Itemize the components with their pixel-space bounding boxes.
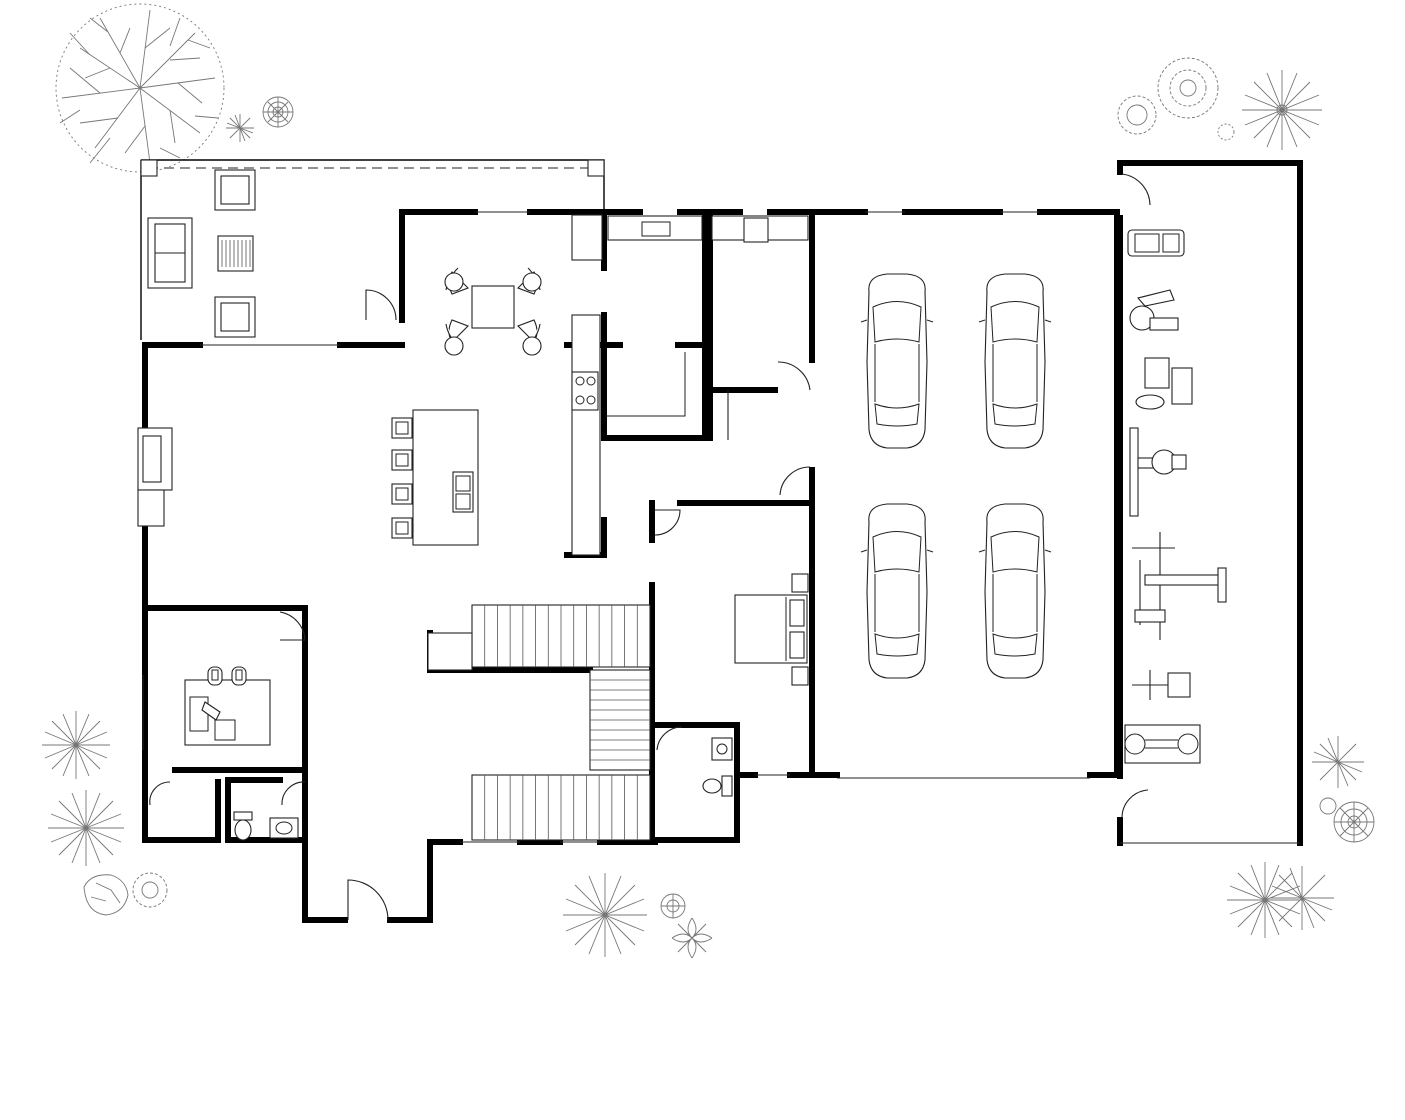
gym [1124, 229, 1227, 764]
kitchen [391, 214, 703, 556]
squat-rack-icon [1132, 532, 1227, 640]
car-icon [860, 273, 934, 449]
dining-table-icon [471, 285, 515, 329]
shrub-icon [226, 114, 254, 142]
car-icon [860, 503, 934, 679]
door [654, 509, 681, 536]
shrub-icon [1312, 736, 1364, 788]
shrub-icon [1217, 123, 1235, 141]
shrub-icon [1270, 866, 1334, 930]
door [1121, 789, 1149, 819]
door [656, 726, 683, 751]
shrub-icon [262, 96, 294, 128]
desk-icon [184, 679, 271, 746]
bar-stool-icon [391, 449, 413, 471]
office-chair-icon [231, 666, 247, 686]
sofa-icon [147, 217, 193, 289]
shrub-icon [1242, 70, 1322, 150]
staircase [427, 604, 651, 841]
door [347, 879, 389, 921]
office [184, 666, 271, 746]
landscape [42, 3, 1375, 959]
bar-stool-icon [391, 517, 413, 539]
stairs-icon [471, 604, 651, 841]
dining [444, 267, 542, 356]
island-sink-icon [452, 471, 474, 513]
bar-stool-icon [391, 417, 413, 439]
bed-icon [734, 594, 808, 664]
shrub-icon [42, 711, 110, 779]
nightstand-icon [791, 666, 809, 686]
large-tree-icon [55, 3, 225, 173]
car-icon [978, 273, 1052, 449]
coffee-table-icon [217, 235, 254, 272]
door [279, 611, 306, 641]
armchair-icon [214, 169, 256, 211]
nightstand-icon [791, 573, 809, 593]
weight-machine-icon [1135, 357, 1193, 410]
elliptical-icon [1132, 670, 1191, 700]
door [281, 781, 306, 806]
door [1121, 173, 1151, 206]
treadmill-icon [1127, 229, 1185, 257]
fireplace-icon [137, 427, 173, 527]
sink-icon [269, 817, 299, 839]
sink-icon [711, 737, 733, 761]
shrub-icon [1319, 797, 1337, 815]
bar-stool-icon [391, 483, 413, 505]
shrub-icon [1117, 95, 1157, 135]
exercise-bike-icon [1129, 289, 1179, 331]
shrub-icon [563, 873, 647, 957]
powder-room [233, 811, 299, 841]
car-icon [978, 503, 1052, 679]
cooktop-icon [571, 371, 599, 411]
office-chair-icon [207, 666, 223, 686]
doors [149, 173, 1151, 921]
armchair-icon [214, 296, 256, 338]
rock-icon [83, 874, 129, 916]
shrub-icon [132, 872, 168, 908]
shrub-icon [660, 893, 686, 919]
cable-machine-icon [1124, 724, 1201, 764]
door [777, 361, 811, 391]
bedroom [734, 573, 809, 686]
shrub-icon [1157, 57, 1219, 119]
laundry [711, 215, 809, 243]
succulent-icon [671, 917, 713, 959]
bench-press-icon [1129, 427, 1187, 517]
door [365, 289, 397, 321]
shrub-icon [1333, 801, 1375, 843]
washer-icon [743, 217, 769, 243]
porch [140, 159, 605, 340]
toilet-icon [702, 775, 733, 797]
computer-icon [201, 701, 221, 721]
walls [137, 160, 1303, 923]
shrub-icon [48, 790, 124, 866]
door [149, 781, 171, 806]
shrub-icon [1227, 862, 1303, 938]
toilet-icon [233, 811, 253, 841]
bathroom [702, 737, 733, 797]
garage [860, 273, 1052, 679]
door [779, 466, 811, 496]
